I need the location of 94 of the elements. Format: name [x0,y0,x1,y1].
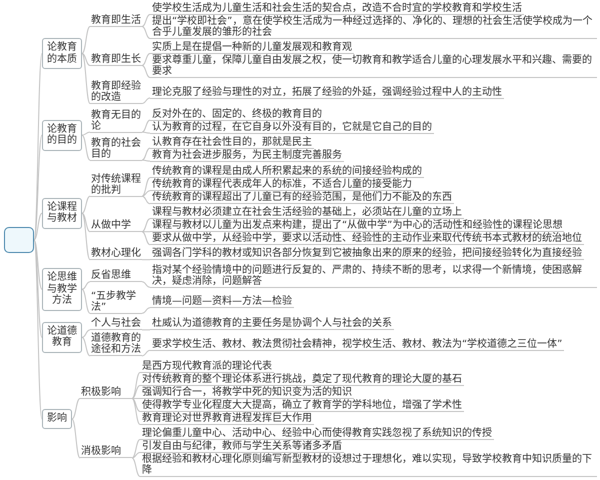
connector-line [82,134,90,161]
detail-text: 教育理论对世界教育进程发挥巨大作用 [140,412,314,425]
connector-line [34,212,42,240]
connector-line [132,398,140,412]
connector-line [82,288,90,314]
connector-line [132,457,140,477]
subtopic-text: 反省思维 [90,270,142,282]
connector-line [34,240,42,420]
connector-line [72,418,80,458]
detail-text: 传统教育的课程代表成年人的标准，不适合儿童的接受能力 [150,179,414,192]
detail-text: 提出“学校即社会”，意在使学校生活成为一种经过选择的、净化的、理想的社会生活使学校成为一个合乎儿童发展的雏形的社会 [150,16,597,39]
connector-line [132,438,140,458]
detail-text: 要求尊重儿童，保障儿童自由发展之权，使一切教育和教学适合儿童的心理发展水平和兴趣、需要的要求 [150,55,597,78]
connector-line [82,53,90,66]
subtopic-text: 教育的社会目的 [90,138,142,161]
topic-box: 论教育的本质 [42,38,82,69]
detail-text: 认教育存在社会性目的，那就是民主 [150,136,314,149]
connector-line [142,177,150,197]
detail-text: 杜威认为道德教育的主要任务是协调个人与社会的关系 [150,318,394,330]
subtopic-text: 积极影响 [80,386,132,399]
subtopic-text: 教育即经验的改造 [90,81,142,104]
detail-text: 情境—问题—资料—方法—检验 [150,296,294,308]
detail-text: 传统教育的课程是由成人所积累起来的系统的间接经验构成的 [150,166,424,178]
connector-line [34,134,42,240]
subtopic-text: 对传统课程的批判 [90,174,142,197]
connector-line [142,53,150,66]
connector-line [142,329,150,330]
connector-line [142,281,150,288]
connector-line [142,98,150,104]
detail-text: 实质上是在提倡一种新的儿童发展观和教育观 [150,42,354,54]
subtopic-text: 消极影响 [80,446,132,458]
connector-line [34,240,42,290]
subtopic-text: 教育无目的论 [90,110,142,133]
detail-text: 课程与教材必须建立在社会生活经验的基础上，必须站在儿童的立场上 [150,207,464,220]
connector-line [142,160,150,162]
connector-line [142,148,150,161]
detail-text: 指对某个经验情境中的问题进行反复的、严肃的、持续不断的思考，以求得一个新情境，使困惑解决，疑虑消除，问题解答 [150,264,597,288]
detail-text: 传统教育的课程超出了儿童已有的经验范围，是他们力不能及的东西 [150,192,454,204]
connector-line [132,372,140,399]
detail-text: 要求从做中学，从经验中学，要求以活动性、经验性的主动作业来取代传统书本式教材的统治地位 [150,233,584,246]
connector-line [142,132,150,134]
subtopic-text: 教育即生长 [90,54,142,66]
topic-box: 论道德教育 [42,322,82,353]
subtopic-text: 个人与社会 [90,318,142,330]
connector-line [82,26,90,54]
connector-line [72,398,80,420]
subtopic-text: “五步教学法” [90,290,142,314]
detail-text: 理论克服了经验与理性的对立，拓展了经验的外延，强调经验过程中人的主动性 [150,86,504,98]
connector-line [142,26,150,39]
topic-box: 论教育的目的 [42,120,82,151]
detail-text: 对传统教育的整个理论体系进行挑战，奠定了现代教育的理论大厦的基石 [140,374,464,386]
detail-text: 强调知行合一，将教学中死的知识变为活的知识 [140,386,354,399]
detail-text: 认为教育的过程，在它自身以外没有目的，它就是它自己的目的 [150,122,434,134]
connector-line [82,212,90,232]
topic-box: 论思维与教学方法 [42,268,82,311]
subtopic-text: 教育即生活 [90,15,142,27]
subtopic-text: 道德教育的途径和方法 [90,333,142,356]
connector-line [82,196,90,214]
central-topic-box [4,227,34,253]
detail-text: 强调各门学科的教材或知识各部分恢复到它被抽象出来的原来的经验，把间接经验转化为直接经验 [150,248,584,260]
subtopic-text: 从做中学 [90,220,142,232]
connector-line [132,398,140,399]
connector-line [142,231,150,246]
connector-line [82,212,90,260]
connector-line [132,384,140,399]
detail-text: 使得教学专业化程度大大提高，确立了教育学的学科地位，增强了学术性 [140,400,464,412]
detail-text: 是西方现代教育派的理论代表 [140,360,274,373]
connector-line [132,452,140,458]
detail-text: 使学校生活成为儿童生活和社会生活的契合点，改造不合时宜的学校教育和学校生活 [150,3,524,15]
connector-line [82,53,90,104]
detail-text: 要求学校生活、教材、教法贯彻社会精神，视学校生活、教材、教法为“学校道德之三位一体” [150,338,564,351]
connector-line [142,196,150,204]
connector-line [142,14,150,27]
connector-line [142,65,150,78]
detail-text: 引发自由与纪律，教师与学生关系等诸多矛盾 [140,440,344,453]
subtopic-text: 教材心理化 [90,248,142,260]
connector-line [142,350,150,356]
connector-line [82,329,90,338]
connector-line [142,218,150,232]
detail-text: 反对外在的、固定的、终极的教育目的 [150,108,324,121]
connector-line [142,307,150,314]
connector-line [142,120,150,133]
topic-box: 影响 [42,409,72,429]
connector-line [142,259,150,260]
topic-box: 论课程与教材 [42,198,82,229]
connector-line [82,336,90,356]
connector-line [82,281,90,290]
detail-text: 理论偏重儿童中心、活动中心、经验中心而使得教育实践忽视了系统知识的传授 [140,428,494,440]
connector-line [142,231,150,232]
detail-text: 根据经验和教材心理化原则编写新型教材的设想过于理想化，难以实现，导致学校教育中知识质量的下降 [140,454,597,477]
detail-text: 课程与教材以儿童为出发点来构建，提出了“从做中学”为中心的活动性和经验性的课程论思想 [150,220,564,232]
connector-line [142,190,150,197]
detail-text: 教育为社会进步服务，为民主制度完善服务 [150,150,344,162]
connector-line [132,398,140,425]
